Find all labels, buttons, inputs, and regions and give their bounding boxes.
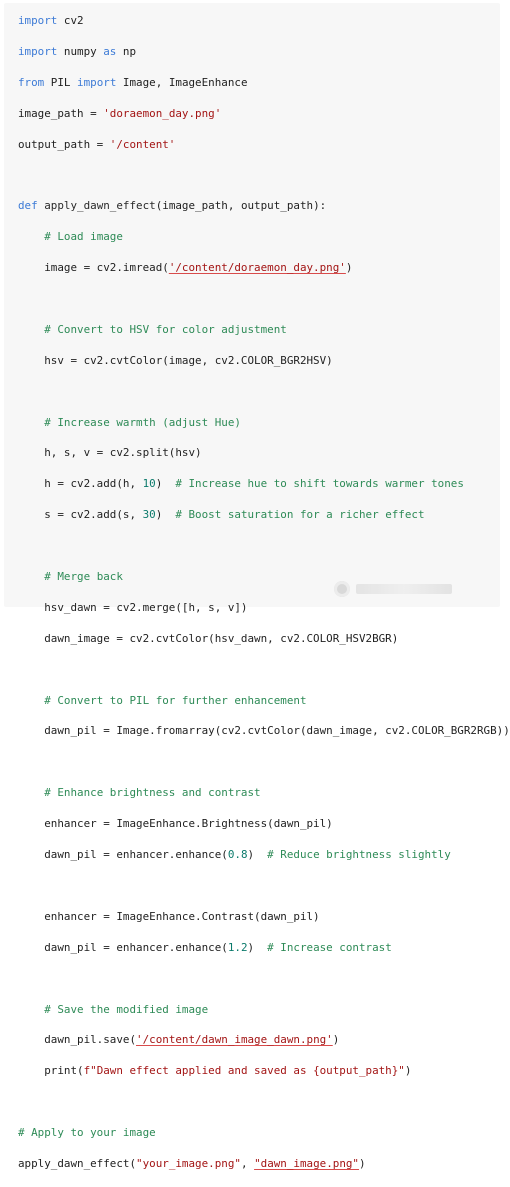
code-line-23: # Convert to PIL for further enhancement: [18, 693, 510, 708]
code-line-30: enhancer = ImageEnhance.Contrast(dawn_pi…: [18, 909, 320, 923]
code-line-29: [18, 878, 510, 893]
code-line-25: [18, 754, 510, 769]
kw-import: import: [18, 44, 58, 58]
comment: # Increase contrast: [267, 940, 392, 954]
string-literal: '/content/doraemon_day.png': [168, 261, 346, 275]
code-line-8: # Load image: [18, 229, 510, 244]
number-literal: 0.8: [227, 848, 248, 862]
code-block: import cv2 import numpy as np from PIL i…: [18, 13, 510, 1187]
watermark-logo-icon: [334, 581, 350, 597]
code-line-18: [18, 538, 510, 553]
comment: # Enhance brightness and contrast: [44, 786, 261, 800]
code-line-16: h = cv2.add(h, 10) # Increase hue to shi…: [18, 477, 464, 491]
code-line-2: import numpy as np: [18, 44, 137, 58]
code-line-28: dawn_pil = enhancer.enhance(0.8) # Reduc…: [18, 848, 451, 862]
watermark-text: [356, 584, 452, 594]
comment: # Save the modified image: [44, 1002, 209, 1016]
kw-import: import: [18, 14, 58, 27]
code-panel: import cv2 import numpy as np from PIL i…: [4, 3, 510, 1170]
number-literal: 30: [142, 508, 156, 522]
code-line-6: [18, 167, 510, 182]
code-line-17: s = cv2.add(s, 30) # Boost saturation fo…: [18, 508, 425, 522]
string-literal: f"Dawn effect applied and saved as {outp…: [83, 1064, 405, 1078]
code-line-14: # Increase warmth (adjust Hue): [18, 415, 510, 430]
code-line-26: # Enhance brightness and contrast: [18, 785, 510, 800]
kw-import: import: [77, 75, 117, 89]
code-line-21: dawn_image = cv2.cvtColor(hsv_dawn, cv2.…: [18, 631, 399, 645]
code-line-36: [18, 1094, 510, 1109]
comment: # Reduce brightness slightly: [267, 848, 451, 862]
code-line-15: h, s, v = cv2.split(hsv): [18, 446, 202, 460]
code-line-19: # Merge back: [18, 569, 510, 584]
kw-def: def: [18, 199, 38, 213]
code-line-1: import cv2: [18, 14, 84, 27]
function-name: apply_dawn_effect: [44, 199, 156, 213]
code-line-11: # Convert to HSV for color adjustment: [18, 322, 510, 337]
code-line-27: enhancer = ImageEnhance.Brightness(dawn_…: [18, 817, 333, 831]
code-line-10: [18, 291, 510, 306]
code-line-37: # Apply to your image: [18, 1125, 510, 1140]
string-literal: "dawn_image.png": [254, 1156, 359, 1170]
code-line-20: hsv_dawn = cv2.merge([h, s, v]): [18, 600, 248, 614]
string-literal: '/content': [109, 137, 176, 151]
code-line-33: # Save the modified image: [18, 1002, 510, 1017]
code-line-7: def apply_dawn_effect(image_path, output…: [18, 199, 327, 213]
code-line-24: dawn_pil = Image.fromarray(cv2.cvtColor(…: [18, 724, 510, 738]
code-line-32: [18, 971, 510, 986]
comment: # Increase warmth (adjust Hue): [44, 415, 241, 429]
comment: # Boost saturation for a richer effect: [175, 508, 425, 522]
string-literal: "your_image.png": [136, 1156, 241, 1170]
number-literal: 1.2: [227, 940, 248, 954]
code-line-4: image_path = 'doraemon_day.png': [18, 106, 222, 120]
comment: # Apply to your image: [18, 1126, 156, 1140]
code-line-34: dawn_pil.save('/content/dawn_image_dawn.…: [18, 1033, 340, 1047]
code-line-3: from PIL import Image, ImageEnhance: [18, 75, 248, 89]
comment: # Load image: [44, 230, 123, 244]
watermark: [334, 581, 452, 597]
code-line-22: [18, 662, 510, 677]
string-literal: '/content/dawn_image_dawn.png': [136, 1033, 333, 1047]
code-line-31: dawn_pil = enhancer.enhance(1.2) # Incre…: [18, 940, 392, 954]
code-line-9: image = cv2.imread('/content/doraemon_da…: [18, 261, 353, 275]
comment: # Merge back: [44, 570, 123, 584]
comment: # Convert to PIL for further enhancement: [44, 693, 307, 707]
kw-from: from: [18, 75, 45, 89]
code-line-12: hsv = cv2.cvtColor(image, cv2.COLOR_BGR2…: [18, 353, 333, 367]
number-literal: 10: [142, 477, 156, 491]
kw-as: as: [103, 44, 117, 58]
comment: # Increase hue to shift towards warmer t…: [175, 477, 464, 491]
code-line-38: apply_dawn_effect("your_image.png", "daw…: [18, 1156, 366, 1170]
comment: # Convert to HSV for color adjustment: [44, 322, 287, 336]
code-line-5: output_path = '/content': [18, 137, 176, 151]
string-literal: 'doraemon_day.png': [103, 106, 222, 120]
code-line-13: [18, 384, 510, 399]
code-line-35: print(f"Dawn effect applied and saved as…: [18, 1064, 412, 1078]
